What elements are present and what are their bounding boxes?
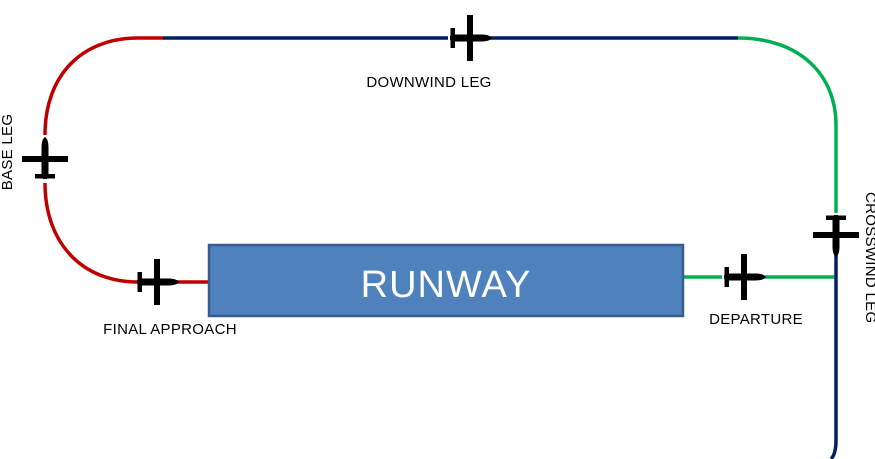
- base-leg-line: [43, 36, 163, 136]
- upwind-line: [829, 255, 838, 459]
- airplane-icon: [137, 259, 179, 305]
- airplane-icon: [22, 137, 68, 179]
- final-approach-label: FINAL APPROACH: [103, 321, 237, 338]
- airplane-icon: [813, 215, 859, 257]
- base-to-final-line: [43, 182, 139, 284]
- runway: [207, 243, 685, 318]
- airplane-icon: [724, 254, 766, 300]
- downwind-leg-label: DOWNWIND LEG: [366, 74, 491, 91]
- airplane-icon: [450, 15, 492, 61]
- departure-label: DEPARTURE: [709, 311, 803, 328]
- crosswind-leg-line: [737, 36, 838, 213]
- base-leg-label: BASE LEG: [0, 114, 16, 191]
- runway-label: RUNWAY: [361, 264, 532, 306]
- crosswind-leg-label: CROSSWIND LEG: [862, 192, 875, 323]
